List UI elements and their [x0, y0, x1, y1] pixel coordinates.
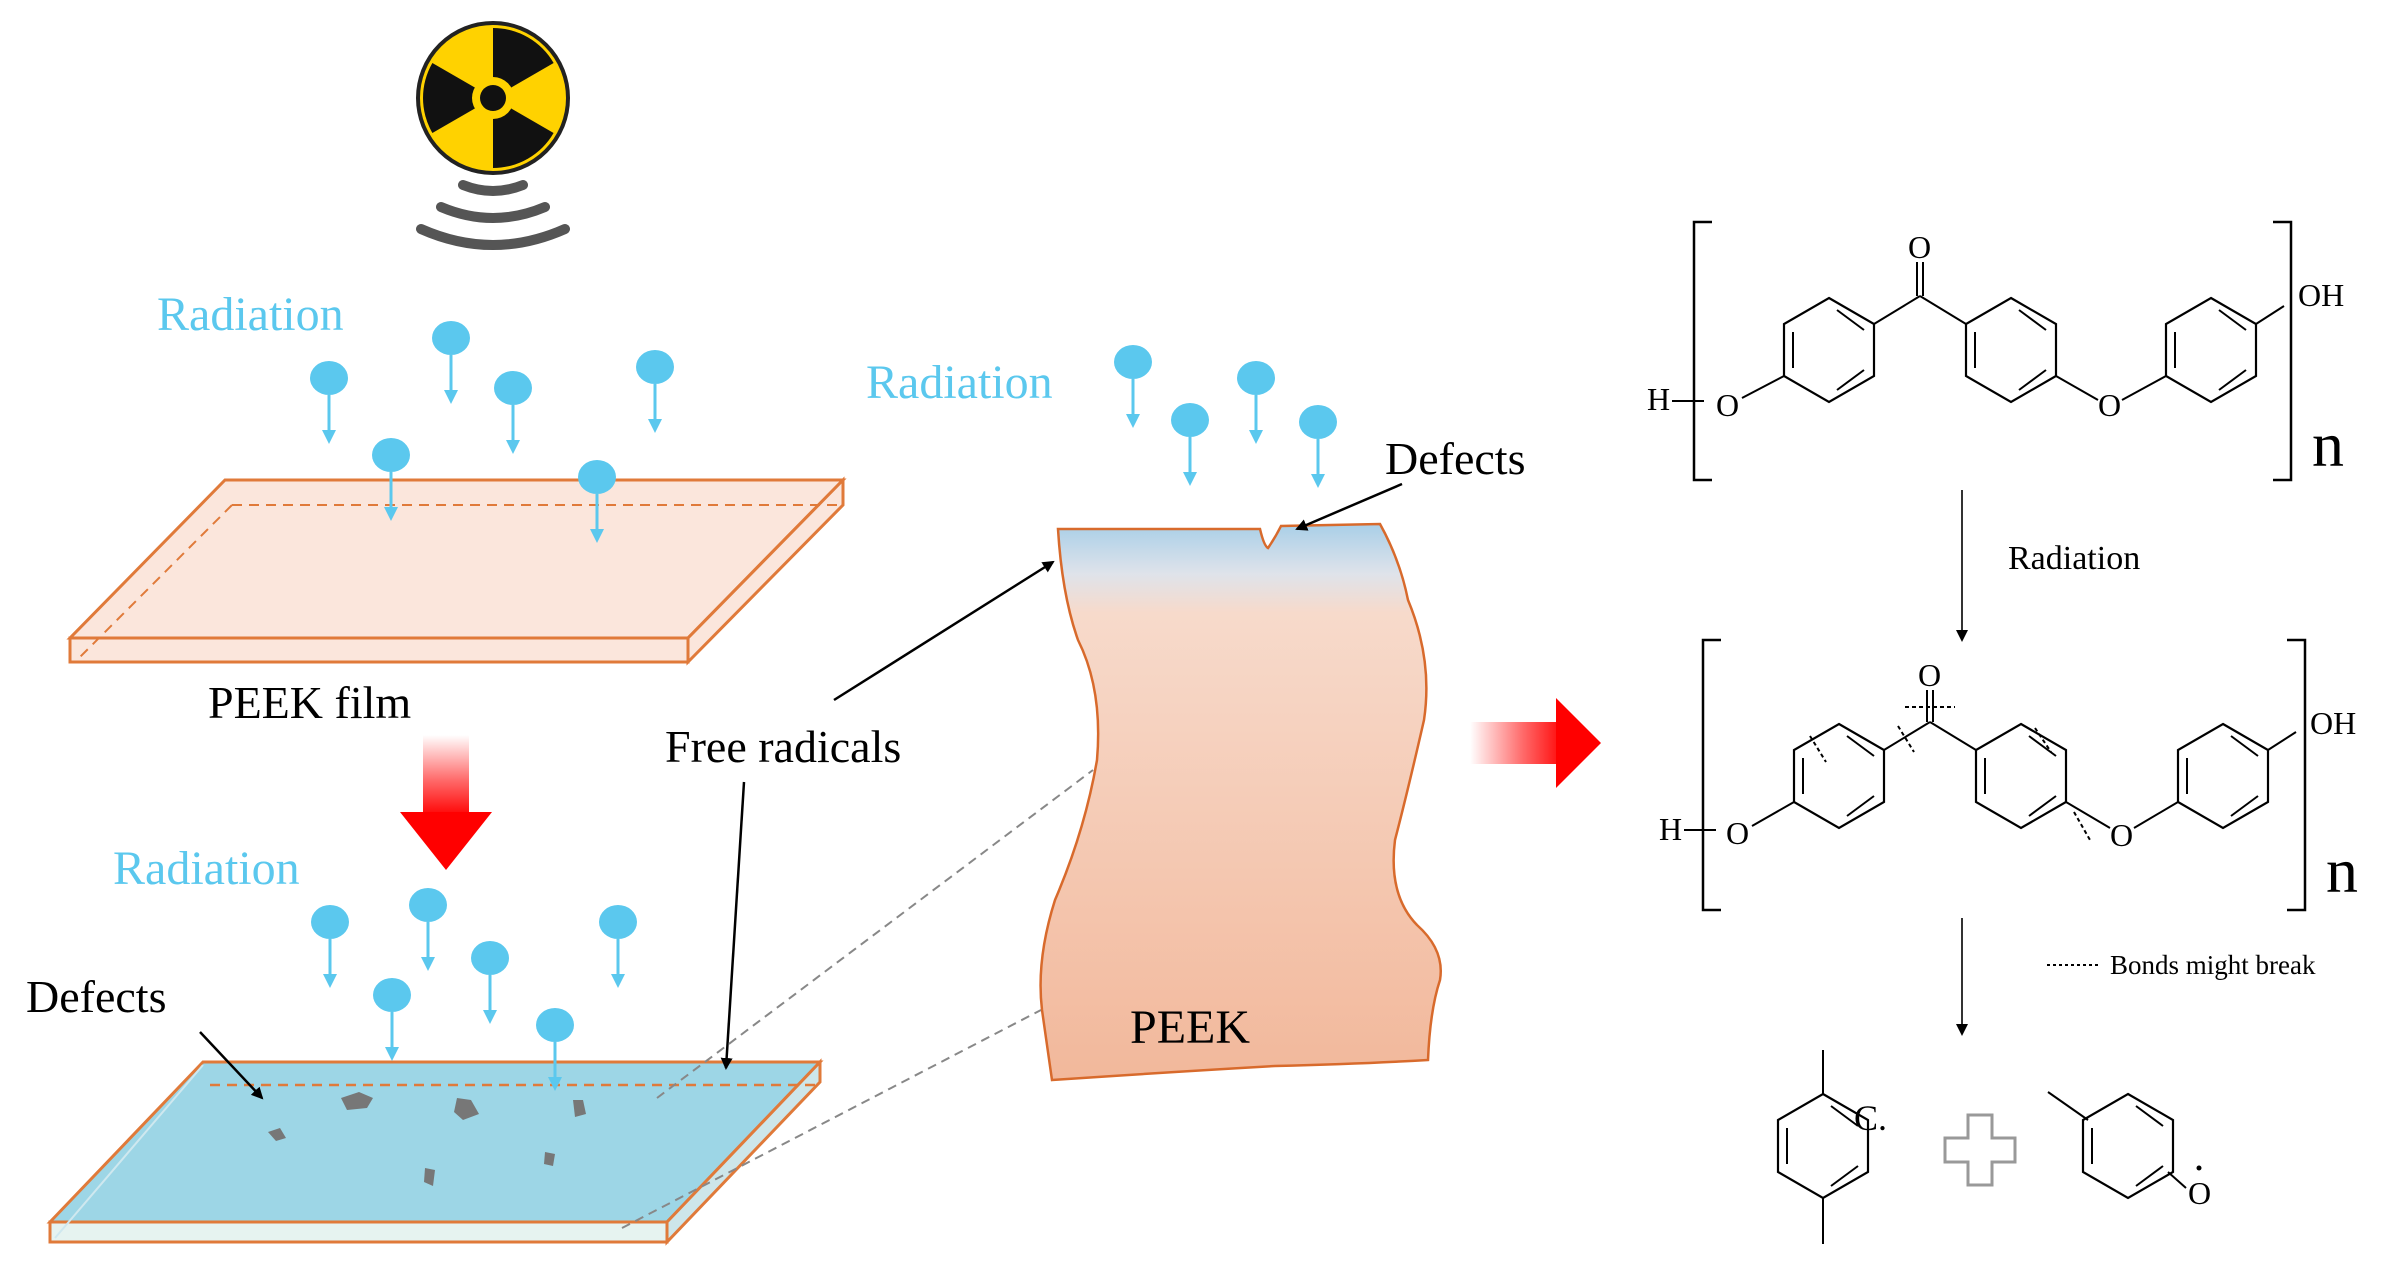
repeat-n: n — [2312, 409, 2344, 480]
defect-mark — [341, 1092, 373, 1110]
defects-label-left: Defects — [26, 971, 166, 1022]
carbonyl-o: O — [1918, 657, 1941, 693]
radical-product-oxygen: O — [2047, 1091, 2211, 1211]
free-radicals-arrow-up — [833, 560, 1055, 702]
free-radicals-arrow-down — [720, 781, 746, 1070]
peek-label: PEEK — [1130, 1001, 1250, 1054]
free-radicals-label: Free radicals — [665, 721, 901, 772]
legend-text: Bonds might break — [2110, 950, 2316, 980]
repeat-n: n — [2326, 835, 2358, 906]
defects-label-right: Defects — [1385, 433, 1525, 484]
reaction-step-label: Radiation — [2008, 540, 2140, 577]
defects-arrow-left — [199, 1031, 264, 1100]
ether-o-mid: O — [2110, 817, 2133, 853]
process-arrow-right — [1470, 698, 1601, 788]
radical-o-label: O — [2188, 1175, 2211, 1211]
bond-break-marks — [1809, 706, 2091, 841]
ether-o-left: O — [1716, 387, 1739, 423]
end-h: H — [1659, 811, 1682, 847]
plus-outline-icon — [1943, 1113, 2017, 1187]
radiation-droplets-middle — [1112, 343, 1339, 490]
defect-mark — [544, 1152, 555, 1166]
peek-film-label: PEEK film — [208, 677, 411, 728]
defect-mark — [454, 1098, 479, 1120]
radiation-label-bottom: Radiation — [113, 842, 300, 895]
zoom-line — [621, 1009, 1042, 1229]
ether-o-left: O — [1726, 815, 1749, 851]
radiation-hazard-icon — [416, 21, 570, 175]
peek-structure-top: H O O O OH n — [1647, 220, 2344, 482]
irradiated-film — [46, 1058, 824, 1246]
end-oh: OH — [2310, 705, 2356, 741]
defects-arrow-right — [1295, 482, 1403, 531]
ether-o-mid: O — [2098, 387, 2121, 423]
peek-cross-section — [1039, 522, 1442, 1082]
peek-structure-bottom: H O O O OH n — [1659, 638, 2358, 912]
end-oh: OH — [2298, 277, 2344, 313]
carbonyl-o: O — [1908, 229, 1931, 265]
radiation-label-top: Radiation — [157, 288, 344, 341]
radical-product-carbon: C. — [1776, 1050, 1887, 1244]
defect-mark — [424, 1168, 435, 1186]
radiation-label-middle: Radiation — [866, 356, 1053, 409]
defect-mark — [268, 1128, 286, 1141]
end-h: H — [1647, 381, 1670, 417]
process-arrow-down — [400, 735, 492, 870]
peek-film-top — [66, 476, 847, 666]
zoom-line — [656, 769, 1094, 1099]
signal-waves-icon — [416, 180, 570, 250]
defect-mark — [573, 1100, 586, 1117]
radical-c-label: C. — [1854, 1098, 1887, 1138]
radical-dot — [2196, 1165, 2202, 1171]
